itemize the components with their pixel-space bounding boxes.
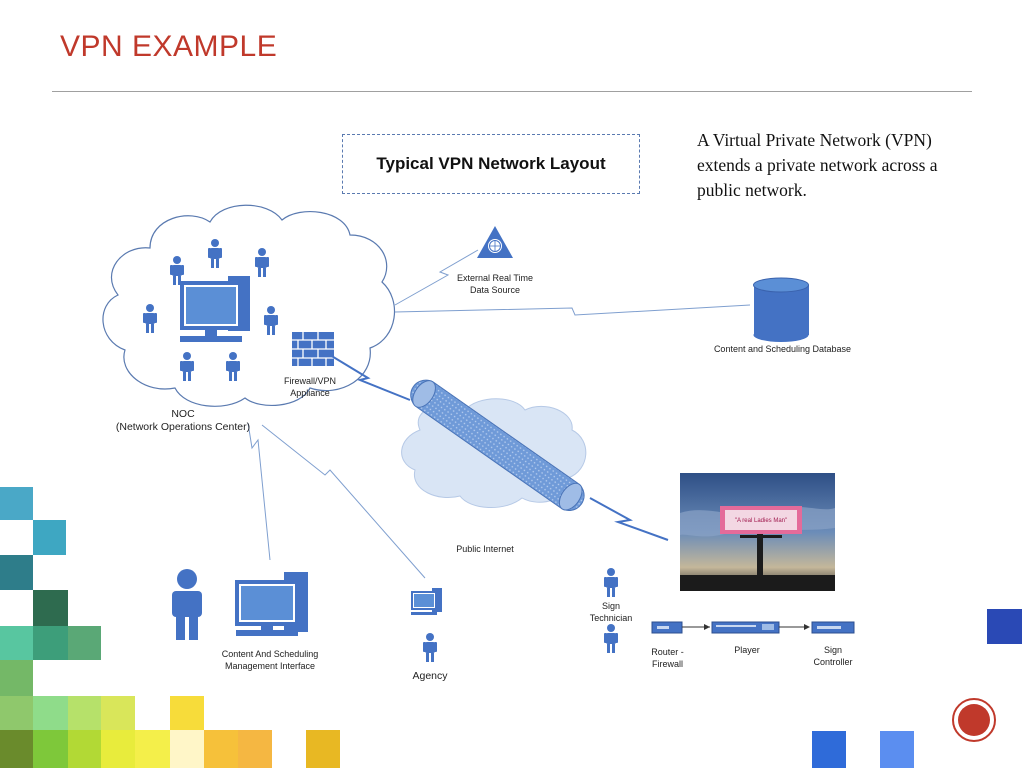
vpn-link-billboard xyxy=(589,497,669,541)
database-label: Content and Scheduling Database xyxy=(713,344,852,354)
router-label: Router - Firewall xyxy=(640,646,695,670)
agency-computer-icon xyxy=(411,588,442,615)
sign-tech-icon xyxy=(604,568,618,597)
decorative-squares xyxy=(0,487,1022,768)
firewall-icon xyxy=(292,332,334,366)
sign-controller-label-line1: Sign xyxy=(823,645,842,655)
noc-computer-icon xyxy=(180,276,250,342)
title-divider xyxy=(52,91,972,92)
router-label-line2: Firewall xyxy=(651,659,683,669)
link-external-source xyxy=(394,249,479,306)
next-slide-button-icon xyxy=(952,698,996,742)
layout-title: Typical VPN Network Layout xyxy=(376,154,606,173)
noc-label-line2: (Network Operations Center) xyxy=(115,421,251,433)
link-agency xyxy=(261,424,426,579)
mgmt-user-icon xyxy=(172,569,202,640)
agency-label: Agency xyxy=(412,670,448,682)
player-icon xyxy=(711,621,780,634)
router-icon xyxy=(651,621,683,634)
vpn-link-noc xyxy=(329,354,411,401)
database-icon xyxy=(753,277,809,342)
link-database xyxy=(394,304,751,316)
slide-title: VPN EXAMPLE xyxy=(60,30,278,63)
external-source-label: External Real Time Data Source xyxy=(440,272,550,296)
mgmt-computer-icon xyxy=(235,572,308,636)
noc-label: NOC (Network Operations Center) xyxy=(98,408,268,434)
vpn-tunnel-icon xyxy=(410,379,585,511)
mgmt-label: Content And Scheduling Management Interf… xyxy=(205,648,335,672)
sign-controller-label: Sign Controller xyxy=(802,644,864,668)
billboard-text: "A real Ladies Man" xyxy=(735,518,787,524)
sign-controller-icon xyxy=(811,621,855,634)
agency-user-icon xyxy=(423,633,437,662)
layout-title-box: Typical VPN Network Layout xyxy=(342,134,640,194)
billboard-photo: "A real Ladies Man" xyxy=(680,473,835,591)
mgmt-label-line1: Content And Scheduling xyxy=(221,649,319,659)
public-internet-label: Public Internet xyxy=(456,544,514,554)
router-label-line1: Router - xyxy=(651,647,684,657)
sign-controller-label-line2: Controller xyxy=(813,657,853,667)
vpn-description: A Virtual Private Network (VPN) extends … xyxy=(697,130,938,200)
external-source-label-line1: External Real Time xyxy=(456,273,534,283)
sign-tech-label-line1: Sign xyxy=(601,601,620,611)
player-label: Player xyxy=(734,645,760,655)
firewall-label: Firewall/VPN Appliance xyxy=(275,375,345,399)
noc-label-line1: NOC xyxy=(171,408,195,420)
firewall-label-line2: Appliance xyxy=(290,388,330,398)
sign-tech-icon xyxy=(604,624,618,653)
external-data-source-icon xyxy=(477,226,513,258)
sign-tech-label-line2: Technician xyxy=(589,613,633,623)
sign-tech-label: Sign Technician xyxy=(580,600,642,624)
external-source-label-line2: Data Source xyxy=(469,285,521,295)
link-mgmt xyxy=(247,422,271,561)
firewall-label-line1: Firewall/VPN xyxy=(283,376,336,386)
mgmt-label-line2: Management Interface xyxy=(224,661,316,671)
